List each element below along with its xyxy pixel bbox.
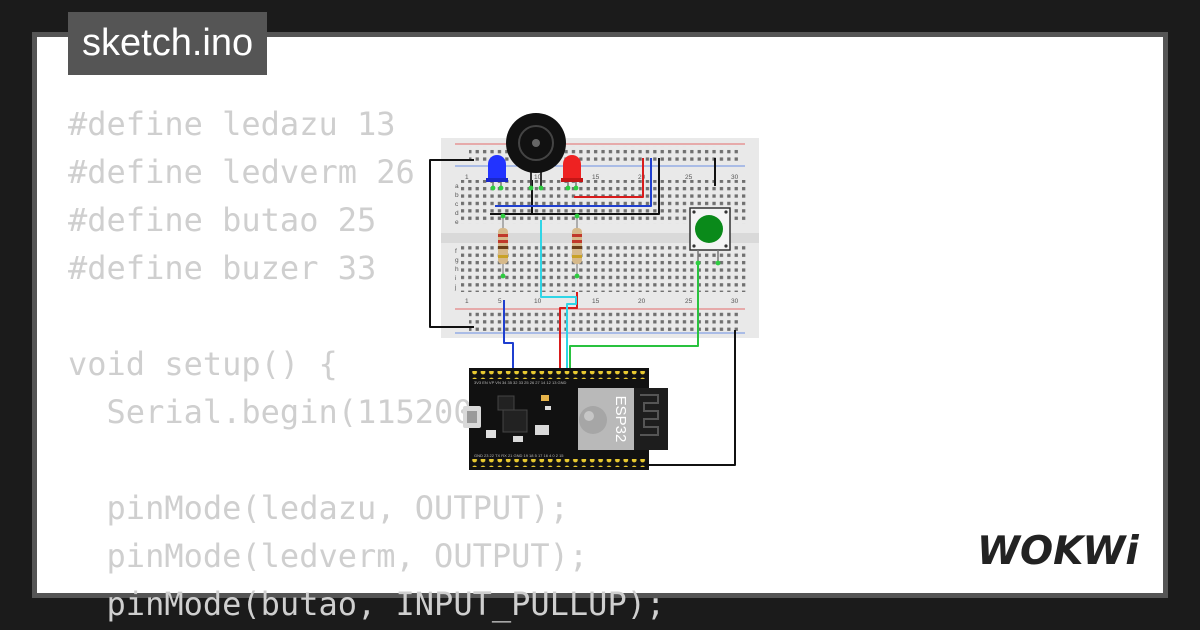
row-letter: i [455, 275, 456, 282]
column-number: 25 [685, 298, 693, 305]
code-line: #define butao 25 [68, 201, 377, 239]
column-number: 5 [498, 298, 502, 305]
row-letter: b [455, 192, 459, 199]
resistor[interactable] [572, 218, 582, 274]
row-letter: j [454, 284, 456, 291]
column-number: 20 [638, 174, 646, 181]
wire-black [645, 330, 736, 466]
wire-cyan [540, 220, 577, 372]
row-letter: h [455, 266, 459, 273]
row-letter: a [455, 183, 459, 190]
row-letter: g [455, 257, 459, 264]
code-line: Serial.begin(115200); [68, 393, 512, 431]
row-letter: c [455, 201, 459, 208]
column-number: 10 [534, 174, 542, 181]
pin-labels-bottom: GND 23 22 TX RX 21 GND 19 18 5 17 16 4 0… [474, 453, 564, 458]
wire-red [574, 158, 644, 198]
code-line: pinMode(butao, INPUT_PULLUP); [68, 585, 666, 623]
code-editor[interactable]: #define ledazu 13 #define ledverm 26 #defi… [68, 100, 665, 628]
wire-green [569, 265, 699, 372]
column-number: 15 [592, 174, 600, 181]
wire-blue [503, 300, 514, 372]
pin-labels-top: 3V3 EN VP VN 34 35 32 33 25 26 27 14 12 … [474, 380, 567, 385]
pushbutton[interactable] [689, 207, 731, 262]
wire-blue [495, 158, 652, 207]
esp32-board[interactable]: 3V3 EN VP VN 34 35 32 33 25 26 27 14 12 … [463, 368, 668, 470]
code-line: #define buzer 33 [68, 249, 377, 287]
column-number: 1 [465, 174, 469, 181]
file-name-tab[interactable]: sketch.ino [68, 12, 268, 75]
row-letter: d [455, 210, 459, 217]
breadboard-labels: 1 5 10 15 20 25 30 1 5 10 15 20 25 30 a … [454, 174, 739, 305]
row-letter: f [455, 248, 457, 255]
column-number: 1 [465, 298, 469, 305]
esp32-label: ESP32 [612, 396, 629, 443]
code-line: void setup() { [68, 345, 338, 383]
wire-black [490, 158, 660, 215]
row-letter: e [455, 219, 459, 226]
code-line: pinMode(ledazu, OUTPUT); [68, 489, 569, 527]
connection-markers [490, 185, 721, 279]
buzzer[interactable] [506, 113, 566, 186]
resistor[interactable] [498, 218, 508, 274]
code-line: #define ledverm 26 [68, 153, 415, 191]
column-number: 20 [638, 298, 646, 305]
wire-black [429, 159, 474, 328]
wires [429, 158, 736, 466]
column-number: 15 [592, 298, 600, 305]
wokwi-logo: WOKWi [977, 529, 1139, 572]
code-line: pinMode(ledverm, OUTPUT); [68, 537, 589, 575]
led-blue[interactable] [486, 155, 508, 188]
column-number: 30 [731, 298, 739, 305]
column-number: 30 [731, 174, 739, 181]
circuit-diagram[interactable]: 1 5 10 15 20 25 30 1 5 10 15 20 25 30 a … [425, 108, 765, 480]
code-line: #define ledazu 13 [68, 105, 396, 143]
column-number: 10 [534, 298, 542, 305]
column-number: 25 [685, 174, 693, 181]
brand-label: WOKWi [977, 529, 1139, 572]
